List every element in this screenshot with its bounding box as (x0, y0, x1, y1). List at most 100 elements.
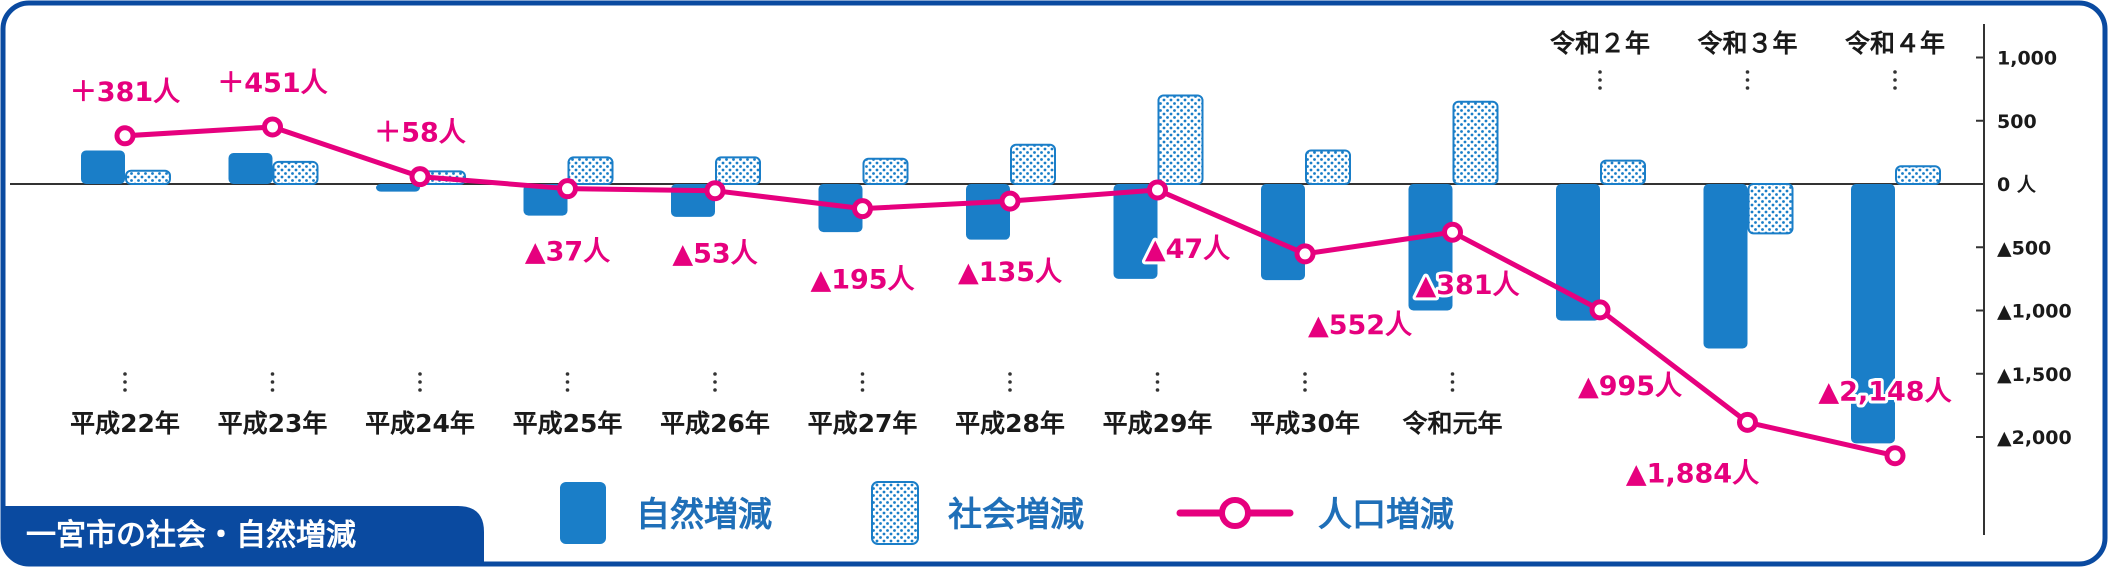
leader-dot (565, 388, 570, 392)
bar-natural (966, 184, 1010, 240)
bar-social (1895, 165, 1941, 185)
bar-natural (228, 153, 273, 184)
leader-dot (1893, 86, 1897, 90)
leader-dot (1598, 78, 1602, 82)
population-marker (852, 198, 873, 220)
bars-group (81, 94, 1941, 444)
leader-dot (565, 372, 570, 376)
x-tick-label: 平成27年 (808, 409, 918, 438)
leader-dot (565, 380, 570, 384)
leader-dot (1303, 372, 1307, 376)
x-tick-label: 平成26年 (660, 409, 770, 438)
x-tick-label: 令和２年 (1550, 29, 1650, 58)
leader-dot (1598, 70, 1602, 74)
y-tick-label: ▲1,000 (1997, 301, 2072, 323)
leader-dot (123, 372, 127, 376)
population-label: ＋58人 (374, 118, 466, 149)
legend-label-natural: 自然増減 (636, 495, 772, 535)
leader-dot (1893, 70, 1897, 74)
x-tick-label: 平成22年 (70, 409, 180, 438)
x-tick-label: 平成28年 (955, 409, 1065, 438)
legend-label-social: 社会増減 (948, 495, 1084, 535)
title-tab: 一宮市の社会・自然増減 (3, 506, 484, 564)
legend-label-line: 人口増減 (1318, 495, 1454, 535)
population-label: ▲381人 (1415, 270, 1519, 301)
bar-social (567, 156, 614, 185)
population-marker (1147, 179, 1168, 201)
x-tick-label: 令和元年 (1402, 409, 1502, 438)
population-label: ▲37人 (525, 237, 610, 268)
population-marker (1442, 221, 1463, 243)
bar-natural (1261, 184, 1305, 281)
leader-dot (270, 380, 275, 384)
leader-dot (1450, 372, 1455, 376)
leader-dot (123, 380, 127, 384)
population-marker (1294, 243, 1316, 265)
leader-dot (1303, 388, 1307, 392)
bar-natural (1703, 184, 1748, 349)
leader-dot (860, 372, 865, 376)
x-tick-label: 令和３年 (1697, 29, 1797, 58)
chart-title: 一宮市の社会・自然増減 (26, 518, 356, 553)
leader-dot (123, 388, 127, 392)
leader-dot (1155, 388, 1160, 392)
y-tick-label: ▲500 (1997, 237, 2051, 259)
bar-social (862, 157, 909, 185)
legend: 自然増減 社会増減 人口増減 (560, 481, 1454, 545)
population-label: ＋381人 (70, 77, 180, 108)
population-label: ▲995人 (1578, 371, 1682, 402)
legend-swatch-natural (560, 482, 606, 544)
population-label: ▲552人 (1308, 310, 1412, 341)
bar-social (272, 160, 319, 186)
population-marker (1589, 299, 1611, 321)
y-tick-label: 1,000 (1997, 48, 2057, 70)
bar-social (1452, 100, 1499, 185)
leader-dot (860, 388, 865, 392)
population-marker (114, 125, 136, 147)
x-tick-label: 平成24年 (365, 409, 475, 438)
legend-swatch-line-marker (1219, 497, 1251, 529)
leader-dot (1303, 380, 1307, 384)
bar-social (1010, 143, 1056, 186)
population-marker (1737, 411, 1758, 433)
population-label: ▲195人 (810, 265, 914, 296)
bar-social (1157, 94, 1204, 185)
leader-dot (270, 372, 275, 376)
leader-dot (418, 380, 422, 384)
leader-dot (418, 372, 422, 376)
population-label: ▲135人 (958, 257, 1062, 288)
leader-dot (1450, 388, 1455, 392)
bar-social (125, 169, 171, 185)
leader-dot (1008, 372, 1012, 376)
legend-swatch-social (871, 481, 919, 545)
leader-dot (1745, 70, 1750, 74)
bar-natural (1851, 184, 1895, 444)
leader-dot (1598, 86, 1602, 90)
leader-dot (1450, 380, 1455, 384)
x-tick-label: 平成30年 (1250, 409, 1360, 438)
x-tick-label: 平成29年 (1103, 409, 1213, 438)
population-marker (704, 180, 726, 202)
leader-dot (860, 380, 865, 384)
population-marker (1884, 445, 1906, 467)
leader-dot (1008, 388, 1012, 392)
leader-dot (418, 388, 422, 392)
population-labels: ＋381人＋451人＋58人▲37人▲53人▲195人▲135人▲47人▲552… (67, 65, 1955, 492)
x-tick-label: 平成25年 (513, 409, 623, 438)
bar-natural (1556, 184, 1600, 321)
bar-natural (81, 150, 125, 184)
bar-social (1747, 183, 1794, 235)
population-marker (262, 116, 283, 138)
bar-social (1600, 159, 1646, 186)
leader-dot (1745, 78, 1750, 82)
population-label: ▲1,884人 (1626, 458, 1759, 489)
bar-social (1305, 149, 1351, 185)
population-label: ▲2,148人 (1818, 377, 1951, 408)
y-tick-label: 0 人 (1997, 174, 2037, 196)
population-label: ▲53人 (672, 239, 757, 270)
bar-natural (376, 184, 420, 192)
leader-dot (1008, 380, 1012, 384)
